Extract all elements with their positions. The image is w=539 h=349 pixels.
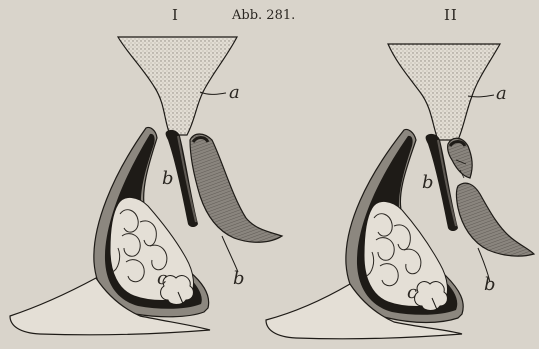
panel-2-numeral: II [444,6,458,24]
panel-1-label-b: b [162,168,174,189]
panel-2-label-b: b [422,172,434,193]
figure-caption: Abb. 281. [232,8,295,23]
panel-1-leader-a [200,92,226,94]
panel-1-numeral: I [172,6,179,24]
panel-2-label-c: c [407,282,417,303]
panel-2-flap-lower [457,183,535,256]
panel-2-label-d: b [484,274,496,295]
panel-1-label-c: c [157,268,167,289]
panel-1-leader-d [222,236,238,272]
panel-1-label-a: a [229,82,240,103]
panel-1-funnel [118,37,237,135]
panel-2-knob [415,282,448,311]
panel-1-flap [190,134,282,242]
panel-2-label-a: a [496,83,507,104]
panel-2-funnel [388,44,500,140]
panel-1-drawing [10,37,282,335]
panel-1-label-d: b [233,268,245,289]
